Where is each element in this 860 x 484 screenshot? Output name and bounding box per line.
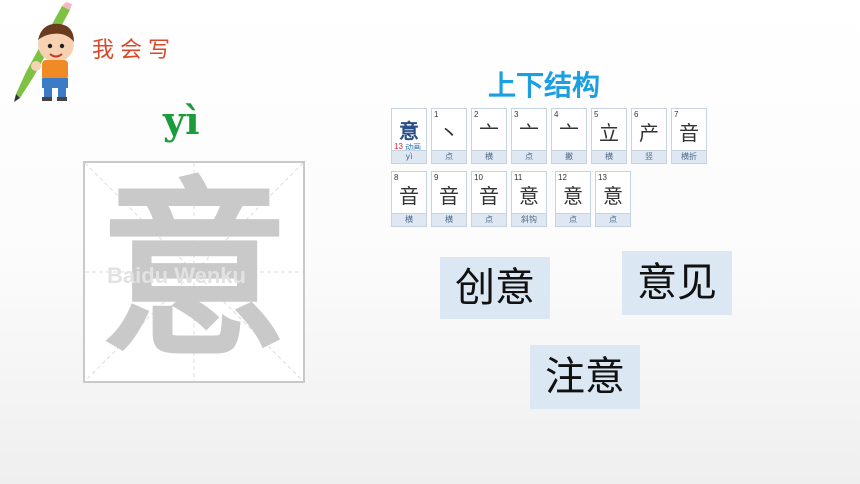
- stroke-number: 13: [598, 173, 607, 182]
- stroke-glyph: 音: [439, 184, 459, 208]
- stroke-name: 横: [432, 213, 466, 226]
- stroke-step-cell: 4 亠 撇: [551, 108, 587, 164]
- summary-character: 意: [399, 119, 419, 143]
- stroke-name: 点: [432, 150, 466, 163]
- stroke-glyph: 亠: [519, 121, 539, 145]
- stroke-glyph: 亠: [479, 121, 499, 145]
- stroke-step-cell: 12 意 点: [555, 171, 591, 227]
- word-card-chuangyi: 创意: [440, 257, 550, 319]
- stroke-number: 5: [594, 110, 599, 119]
- stroke-step-cell: 2 亠 横: [471, 108, 507, 164]
- stroke-number: 9: [434, 173, 439, 182]
- stroke-step-cell: 7 音 横折: [671, 108, 707, 164]
- stroke-number: 2: [474, 110, 479, 119]
- stroke-step-cell: 1 丶 点: [431, 108, 467, 164]
- stroke-glyph: 意: [603, 184, 623, 208]
- structure-label: 上下结构: [488, 69, 601, 102]
- stroke-number: 11: [514, 173, 523, 182]
- stroke-number: 3: [514, 110, 519, 119]
- stroke-step-cell: 10 音 点: [471, 171, 507, 227]
- stroke-name: 竖: [632, 150, 666, 163]
- stroke-name: 横折: [672, 150, 706, 163]
- writing-grid: 意 Baidu Wenku: [83, 161, 305, 383]
- stroke-name: 点: [512, 150, 546, 163]
- stroke-number: 6: [634, 110, 639, 119]
- grid-guidelines: [85, 163, 303, 381]
- stroke-step-cell: 13 意 点: [595, 171, 631, 227]
- stroke-glyph: 音: [479, 184, 499, 208]
- stroke-name: 点: [596, 213, 630, 226]
- animation-link[interactable]: 动画: [405, 143, 421, 152]
- section-title: 我会写: [92, 38, 177, 63]
- word-card-yijian: 意见: [622, 251, 732, 315]
- stroke-glyph: 音: [679, 121, 699, 145]
- stroke-glyph: 意: [519, 184, 539, 208]
- stroke-name: 撇: [552, 150, 586, 163]
- stroke-step-cell: 8 音 横: [391, 171, 427, 227]
- stroke-glyph: 产: [639, 121, 659, 145]
- stroke-count: 13: [394, 142, 403, 151]
- stroke-step-cell: 9 音 横: [431, 171, 467, 227]
- boy-with-pencil-illustration: [6, 2, 88, 102]
- stroke-name: 斜钩: [512, 213, 546, 226]
- stroke-glyph: 立: [599, 121, 619, 145]
- stroke-summary-cell[interactable]: 意 13 动画 yì: [391, 108, 427, 164]
- stroke-number: 10: [474, 173, 483, 182]
- stroke-step-cell: 3 亠 点: [511, 108, 547, 164]
- stroke-number: 8: [394, 173, 399, 182]
- stroke-name: 横: [592, 150, 626, 163]
- stroke-glyph: 意: [563, 184, 583, 208]
- word-card-zhuyi: 注意: [530, 345, 640, 409]
- stroke-step-cell: 11 意 斜钩: [511, 171, 547, 227]
- stroke-glyph: 丶: [439, 121, 459, 145]
- stroke-glyph: 亠: [559, 121, 579, 145]
- pinyin-label: yì: [163, 98, 200, 143]
- stroke-name: 点: [556, 213, 590, 226]
- stroke-name: 横: [392, 213, 426, 226]
- stroke-glyph: 音: [399, 184, 419, 208]
- stroke-number: 1: [434, 110, 439, 119]
- stroke-name: 横: [472, 150, 506, 163]
- stroke-number: 4: [554, 110, 559, 119]
- watermark-text: Baidu Wenku: [107, 263, 246, 288]
- stroke-step-cell: 6 产 竖: [631, 108, 667, 164]
- summary-pinyin: yì: [392, 150, 426, 163]
- stroke-step-cell: 5 立 横: [591, 108, 627, 164]
- stroke-number: 12: [558, 173, 567, 182]
- stroke-name: 点: [472, 213, 506, 226]
- practice-character: 意: [98, 161, 289, 382]
- stroke-number: 7: [674, 110, 679, 119]
